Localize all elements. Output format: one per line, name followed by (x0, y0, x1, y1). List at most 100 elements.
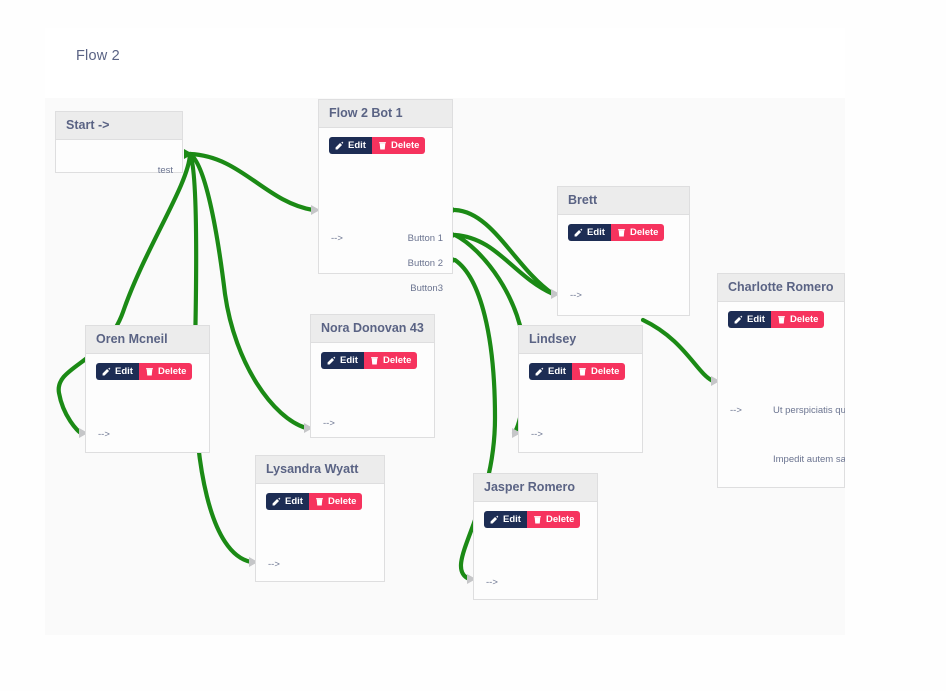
trash-delete-icon (146, 368, 153, 376)
node-action-buttons: Edit Delete (96, 363, 193, 380)
delete-button[interactable]: Delete (308, 493, 363, 510)
delete-button[interactable]: Delete (138, 363, 193, 380)
edge-start-to-flow2bot1 (187, 151, 316, 213)
node-action-buttons: Edit Delete (266, 493, 363, 510)
edit-button[interactable]: Edit (329, 137, 372, 154)
edit-button-label: Edit (587, 226, 605, 238)
edit-button-label: Edit (285, 495, 303, 507)
pencil-edit-icon (272, 497, 281, 506)
node-brett[interactable]: Brett Edit Dele (557, 186, 690, 316)
edit-button-label: Edit (348, 139, 366, 151)
node-title: Brett (558, 187, 689, 215)
node-start[interactable]: Start -> test (55, 111, 183, 176)
pencil-edit-icon (574, 228, 583, 237)
edit-button[interactable]: Edit (728, 311, 771, 328)
node-oren-mcneil[interactable]: Oren Mcneil Edit (85, 325, 210, 453)
delete-button-label: Delete (789, 313, 819, 325)
node-nora-donovan-43[interactable]: Nora Donovan 43 Edit (310, 314, 435, 438)
node-body: Edit Delete --> (558, 215, 689, 317)
edge-button2-to-lindsey (452, 232, 528, 436)
edit-button[interactable]: Edit (321, 352, 364, 369)
delete-button-label: Delete (390, 139, 420, 151)
portmarker-start-test (184, 149, 193, 159)
delete-button[interactable]: Delete (571, 363, 626, 380)
pencil-edit-icon (102, 367, 111, 376)
page-title: Flow 2 (76, 48, 120, 64)
node-title: Lysandra Wyatt (256, 456, 384, 484)
node-title: Charlotte Romero (718, 274, 844, 302)
node-action-buttons: Edit Delete (484, 511, 581, 528)
port-out-test[interactable]: test (157, 165, 173, 176)
port-in[interactable]: --> (98, 429, 110, 440)
delete-button[interactable]: Delete (526, 511, 581, 528)
port-in[interactable]: --> (730, 405, 742, 416)
delete-button-label: Delete (327, 495, 357, 507)
port-out-1[interactable]: Ut perspiciatis qua (773, 405, 845, 416)
flow-canvas[interactable]: Start -> test Flow 2 Bot 1 Edit (45, 98, 845, 635)
port-in[interactable]: --> (531, 429, 543, 440)
node-body: Edit Delete --> (86, 354, 209, 454)
delete-button-label: Delete (629, 226, 659, 238)
trash-delete-icon (534, 516, 541, 524)
edit-button[interactable]: Edit (266, 493, 309, 510)
node-lysandra-wyatt[interactable]: Lysandra Wyatt Edit (255, 455, 385, 582)
trash-delete-icon (379, 142, 386, 150)
trash-delete-icon (618, 229, 625, 237)
node-flow2bot1[interactable]: Flow 2 Bot 1 Edit (318, 99, 453, 294)
edit-button-label: Edit (747, 313, 765, 325)
port-out-button-1[interactable]: Button 1 (407, 233, 443, 244)
port-in[interactable]: --> (323, 418, 335, 429)
edit-button[interactable]: Edit (484, 511, 527, 528)
trash-delete-icon (371, 357, 378, 365)
port-in[interactable]: --> (268, 559, 280, 570)
edge-lindsey-to-charlotte (640, 317, 716, 384)
node-action-buttons: Edit Delete (329, 137, 426, 154)
trash-delete-icon (778, 316, 785, 324)
node-action-buttons: Edit Delete (529, 363, 626, 380)
pencil-edit-icon (327, 356, 336, 365)
node-body: test (56, 140, 182, 176)
node-action-buttons: Edit Delete (728, 311, 825, 328)
node-body: Edit Delete --> (474, 502, 597, 601)
pencil-edit-icon (490, 515, 499, 524)
edge-button1-to-brett (452, 207, 556, 297)
node-title: Lindsey (519, 326, 642, 354)
edit-button[interactable]: Edit (568, 224, 611, 241)
edit-button-label: Edit (340, 354, 358, 366)
edit-button[interactable]: Edit (96, 363, 139, 380)
node-title: Oren Mcneil (86, 326, 209, 354)
port-out-button-2[interactable]: Button 2 (407, 258, 443, 269)
node-lindsey[interactable]: Lindsey Edit De (518, 325, 643, 453)
node-title: Jasper Romero (474, 474, 597, 502)
delete-button-label: Delete (545, 513, 575, 525)
node-action-buttons: Edit Delete (321, 352, 418, 369)
port-out-2[interactable]: Impedit autem sapie (773, 454, 845, 465)
edit-button-label: Edit (503, 513, 521, 525)
node-title: Nora Donovan 43 (311, 315, 434, 343)
edit-button-label: Edit (115, 365, 133, 377)
node-body: Edit Delete --> Ut perspiciatis qua Impe… (718, 302, 845, 489)
node-body: Edit Delete --> (256, 484, 384, 583)
node-title: Start -> (56, 112, 182, 140)
delete-button-label: Delete (382, 354, 412, 366)
node-body: Edit Delete --> Button 1 Button 2 Button… (319, 128, 452, 294)
node-charlotte-romero[interactable]: Charlotte Romero Edit (717, 273, 845, 488)
edit-button-label: Edit (548, 365, 566, 377)
port-in[interactable]: --> (486, 577, 498, 588)
node-action-buttons: Edit Delete (568, 224, 665, 241)
node-jasper-romero[interactable]: Jasper Romero Edit (473, 473, 598, 600)
node-body: Edit Delete --> (311, 343, 434, 439)
delete-button[interactable]: Delete (770, 311, 825, 328)
delete-button[interactable]: Delete (371, 137, 426, 154)
port-out-button-3[interactable]: Button3 (410, 283, 443, 294)
edit-button[interactable]: Edit (529, 363, 572, 380)
delete-button[interactable]: Delete (363, 352, 418, 369)
port-in[interactable]: --> (331, 233, 343, 244)
delete-button-label: Delete (590, 365, 620, 377)
flow-header-panel: Flow 2 (45, 28, 845, 99)
pencil-edit-icon (535, 367, 544, 376)
edge-button2-to-brett (452, 232, 556, 297)
delete-button[interactable]: Delete (610, 224, 665, 241)
port-in[interactable]: --> (570, 290, 582, 301)
